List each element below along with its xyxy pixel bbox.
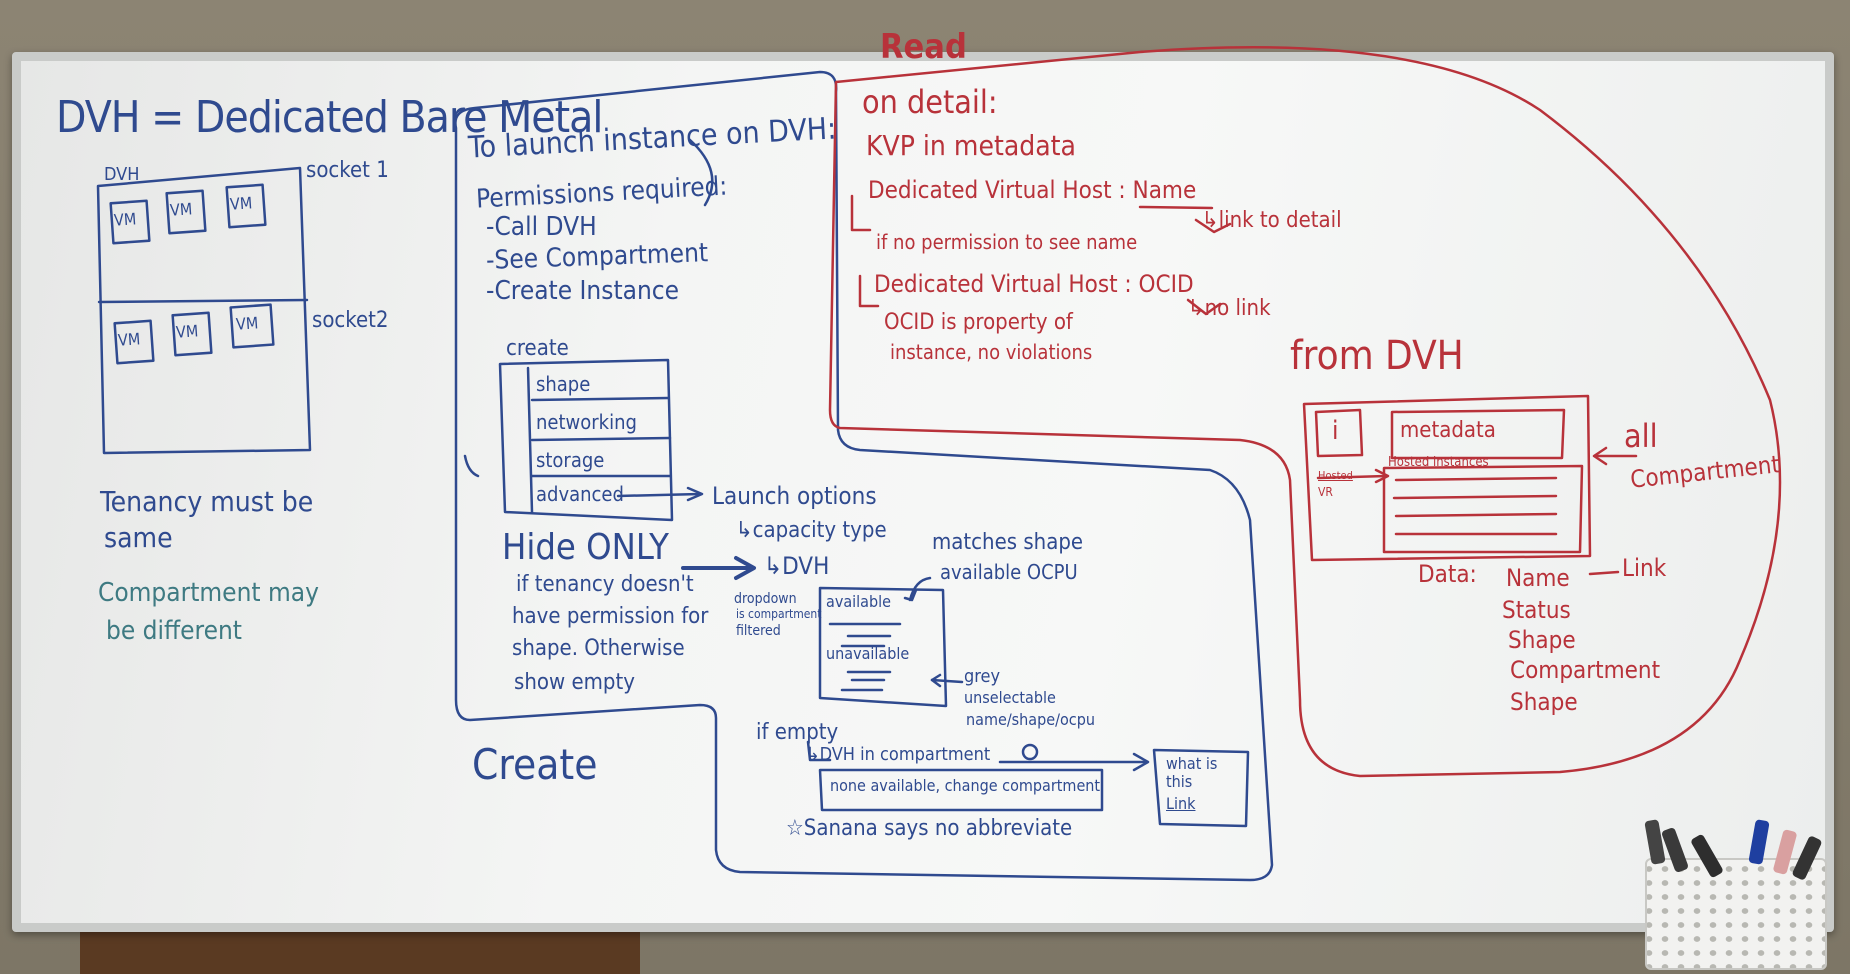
what-is-line1: what is: [1166, 754, 1218, 773]
hosted-instances-label: Hosted instances: [1388, 455, 1489, 470]
diagram-title: DVH = Dedicated Bare Metal: [56, 92, 603, 143]
hide-note-line: show empty: [514, 670, 635, 695]
dvh-in-compartment-label: ↳DVH in compartment: [806, 744, 991, 765]
dvh-option-label: ↳DVH: [764, 552, 830, 580]
data-field: Shape: [1508, 626, 1576, 654]
dropdown-available: available: [826, 592, 891, 611]
matches-note-line1: matches shape: [932, 530, 1084, 555]
vm-label: VM: [229, 193, 253, 214]
on-detail-label: on detail:: [862, 83, 998, 121]
all-label: all: [1624, 417, 1658, 455]
dvh-ocid-label: Dedicated Virtual Host : OCID: [874, 270, 1194, 298]
dvh-box-label: DVH: [104, 164, 140, 185]
grey-note-line3: name/shape/ocpu: [966, 710, 1095, 729]
link-label: Link: [1622, 554, 1667, 582]
menu-item-storage: storage: [536, 448, 605, 472]
data-label: Data:: [1418, 560, 1477, 588]
launch-outline-strokes: [454, 70, 1274, 882]
what-is-line2: this: [1166, 772, 1193, 791]
data-field: Compartment: [1510, 656, 1661, 684]
tenancy-note-line1: Tenancy must be: [100, 485, 314, 518]
hide-note-line: have permission for: [512, 604, 709, 629]
launch-options-label: Launch options: [712, 482, 877, 510]
hide-only-label: Hide ONLY: [502, 527, 669, 568]
if-empty-label: if empty: [756, 720, 839, 745]
socket2-label: socket2: [312, 308, 389, 333]
vm-label: VM: [169, 199, 193, 220]
grey-note-line2: unselectable: [964, 688, 1056, 707]
hide-note-line: if tenancy doesn't: [516, 572, 694, 597]
ocid-note-line2: instance, no violations: [890, 340, 1093, 364]
dropdown-note-line: is compartment: [736, 607, 822, 621]
vm-label: VM: [235, 313, 259, 334]
read-outline-strokes: [828, 46, 1782, 778]
whiteboard: [12, 52, 1834, 932]
compartment-note-line1: Compartment may: [98, 578, 319, 608]
vm-label: VM: [117, 329, 141, 350]
data-field: Shape: [1510, 688, 1578, 716]
capacity-type-label: ↳capacity type: [736, 518, 887, 543]
what-is-link: Link: [1166, 794, 1196, 813]
hosted-vr-label: VR: [1318, 485, 1333, 499]
dropdown-note-line: filtered: [736, 623, 781, 639]
tenancy-note-line2: same: [104, 521, 173, 554]
ocid-note-line1: OCID is property of: [884, 310, 1073, 335]
kvp-label: KVP in metadata: [866, 129, 1076, 162]
create-label: create: [506, 336, 569, 361]
dvh-box-strokes: [96, 166, 312, 455]
hide-note-line: shape. Otherwise: [512, 636, 685, 661]
permission-item: -See Compartment: [485, 238, 709, 276]
data-field: Status: [1502, 596, 1571, 624]
compartment-note-line2: be different: [106, 616, 242, 646]
vm-label: VM: [113, 209, 137, 230]
abbreviation-note: ☆Sanana says no abbreviate: [786, 816, 1073, 841]
socket1-label: socket 1: [306, 158, 389, 183]
permission-item: -Create Instance: [486, 276, 680, 306]
vm-label: VM: [175, 321, 199, 342]
dropdown-unavailable: unavailable: [826, 644, 910, 663]
info-icon: i: [1332, 416, 1339, 446]
none-available-message: none available, change compartment: [830, 776, 1101, 795]
no-permission-label: if no permission to see name: [876, 230, 1138, 254]
metadata-label: metadata: [1400, 418, 1496, 443]
from-dvh-label: from DVH: [1290, 333, 1464, 379]
dropdown-note-line: dropdown: [734, 591, 797, 607]
grey-note-line1: grey: [964, 666, 1001, 687]
data-field: Name: [1506, 564, 1570, 592]
link-to-detail-label: ↳link to detail: [1202, 208, 1342, 233]
hosted-vr-label: Hosted: [1318, 469, 1353, 482]
menu-item-advanced: advanced: [536, 482, 624, 506]
menu-item-shape: shape: [536, 372, 591, 396]
dvh-name-label: Dedicated Virtual Host : Name: [868, 176, 1197, 204]
permission-item: -Call DVH: [486, 212, 597, 242]
no-link-label: ↳no link: [1188, 296, 1271, 321]
matches-note-line2: available OCPU: [940, 560, 1078, 584]
create-big-label: Create: [472, 740, 598, 789]
menu-item-networking: networking: [536, 410, 637, 434]
read-title: Read: [880, 27, 967, 67]
